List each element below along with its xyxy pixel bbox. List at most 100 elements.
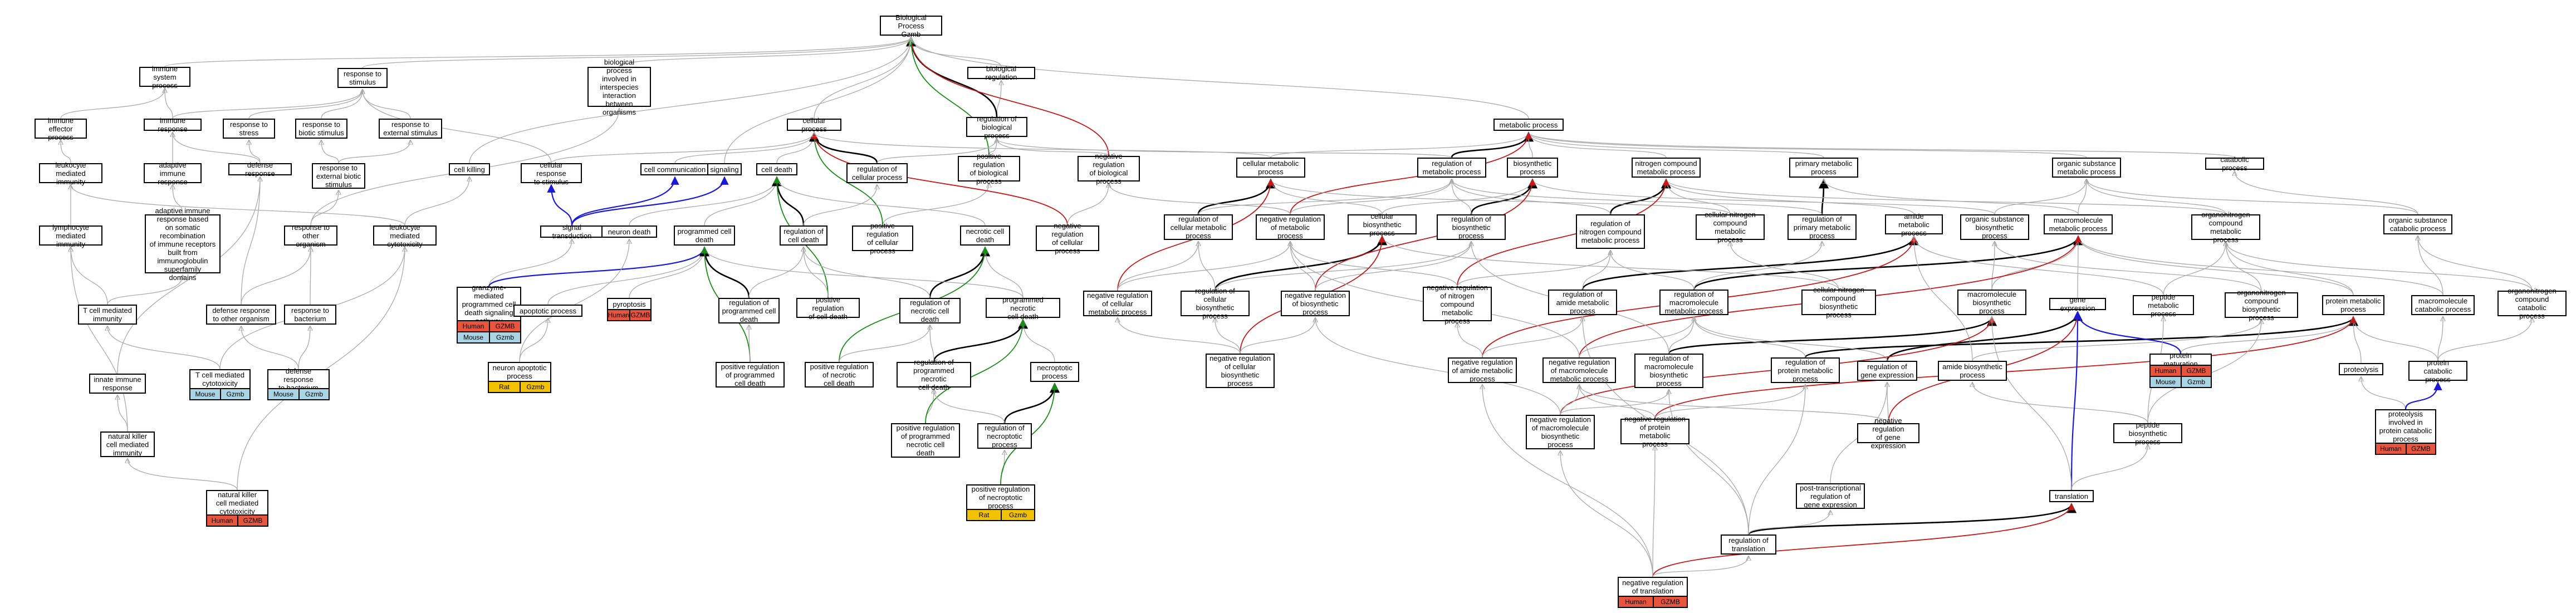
go-term-regmacro[interactable]: regulation of macromolecule metabolic pr… xyxy=(1659,290,1728,315)
go-term-interspecies[interactable]: biological process involved in interspec… xyxy=(587,58,651,116)
go-term-immsys[interactable]: immune system process xyxy=(139,65,190,90)
go-term-respext[interactable]: response to external stimulus xyxy=(379,119,442,139)
go-term-regprotmetab[interactable]: regulation of protein metabolic process xyxy=(1771,357,1840,383)
go-term-nitrometab[interactable]: nitrogen compound metabolic process xyxy=(1632,158,1701,178)
go-term-negregmacrobio[interactable]: negative regulation of macromolecule bio… xyxy=(1526,415,1595,449)
go-term-negregcellbio[interactable]: negative regulation of cellular biosynth… xyxy=(1206,354,1275,388)
go-term-regnecroptotic[interactable]: regulation of necroptotic process xyxy=(977,423,1032,449)
go-term-regpnd[interactable]: regulation of programmed necrotic cell d… xyxy=(897,358,971,391)
go-term-necroptotic[interactable]: necroptotic process xyxy=(1030,362,1079,382)
go-term-resp[interactable]: response to stimulus xyxy=(337,68,388,88)
go-term-organonitro[interactable]: organonitrogen compound metabolic proces… xyxy=(2191,210,2260,244)
go-term-protcat[interactable]: protein catabolic process xyxy=(2408,359,2467,384)
go-term-orgsubcat[interactable]: organic substance catabolic process xyxy=(2383,214,2452,234)
go-term-leukcyto[interactable]: leukocyte mediated cytotoxicity xyxy=(373,223,437,248)
go-term-negregbiosynth[interactable]: negative regulation of biosynthetic proc… xyxy=(1281,291,1350,316)
go-term-innate[interactable]: innate immune response xyxy=(89,374,146,394)
go-term-posregcelldeath[interactable]: positive regulation of cell death xyxy=(796,296,860,321)
go-term-negreggeneexpr[interactable]: negative regulation of gene expression xyxy=(1857,416,1919,450)
go-term-cellcomm[interactable]: cell communication xyxy=(640,163,709,175)
go-term-peptidemetab[interactable]: peptide metabolic process xyxy=(2133,293,2194,318)
go-term-macromol[interactable]: macromolecule metabolic process xyxy=(2044,214,2113,234)
go-term-negregtrans[interactable]: negative regulation of translation xyxy=(1618,577,1688,597)
go-term-pcd[interactable]: programmed cell death xyxy=(674,225,735,246)
go-term-organobio[interactable]: organonitrogen compound biosynthetic pro… xyxy=(2225,288,2298,322)
go-term-negregbio[interactable]: negative regulation of biological proces… xyxy=(1078,152,1140,185)
go-term-nkcyto[interactable]: natural killer cell mediated cytotoxicit… xyxy=(206,490,268,516)
go-term-celldeath[interactable]: cell death xyxy=(756,163,797,175)
go-term-immresp[interactable]: immune response xyxy=(144,116,202,133)
go-term-primmetab[interactable]: primary metabolic process xyxy=(1789,158,1858,178)
go-term-bioreg[interactable]: biological regulation xyxy=(967,65,1035,81)
go-term-metab[interactable]: metabolic process xyxy=(1493,119,1564,131)
go-term-regbiosynth[interactable]: regulation of biosynthetic process xyxy=(1437,214,1506,240)
go-term-cellnitrobio[interactable]: cellular nitrogen compound biosynthetic … xyxy=(1801,286,1876,319)
go-term-cellproc[interactable]: cellular process xyxy=(787,116,841,133)
go-term-tcellcyto[interactable]: T cell mediated cytotoxicity xyxy=(189,369,251,389)
go-term-orgsubmetab[interactable]: organic substance metabolic process xyxy=(2052,158,2121,178)
go-term-posregpcd[interactable]: positive regulation of programmed cell d… xyxy=(716,362,785,388)
go-term-pnd[interactable]: programmed necrotic cell death xyxy=(986,296,1060,321)
go-term-proteolysiscat[interactable]: proteolysis involved in protein cataboli… xyxy=(2375,409,2436,444)
go-term-necrotic[interactable]: necrotic cell death xyxy=(960,225,1010,246)
go-term-catabolic[interactable]: catabolic process xyxy=(2205,155,2264,172)
go-term-regcelldeath[interactable]: regulation of cell death xyxy=(780,225,827,246)
go-term-regpcd[interactable]: regulation of programmed cell death xyxy=(718,298,780,323)
go-term-posregcellproc[interactable]: positive regulation of cellular process xyxy=(852,222,913,255)
go-term-respstress[interactable]: response to stress xyxy=(223,119,275,139)
go-term-regmetab[interactable]: regulation of metabolic process xyxy=(1417,158,1486,178)
go-term-protmetab[interactable]: protein metabolic process xyxy=(2322,295,2384,315)
go-term-adaptive2[interactable]: adaptive immune response based on somati… xyxy=(145,207,221,282)
go-term-negregprotmetab[interactable]: negative regulation of protein metabolic… xyxy=(1620,415,1689,448)
go-term-regcellproc[interactable]: regulation of cellular process xyxy=(846,163,908,183)
go-term-respbact[interactable]: response to bacterium xyxy=(284,305,336,325)
go-term-translation[interactable]: translation xyxy=(2049,490,2094,502)
go-term-geneexpr[interactable]: gene expression xyxy=(2049,296,2106,312)
go-term-negregnitro[interactable]: negative regulation of nitrogen compound… xyxy=(1423,283,1492,325)
go-term-negregcellproc[interactable]: negative regulation of cellular process xyxy=(1036,222,1099,255)
go-term-regnitro[interactable]: regulation of nitrogen compound metaboli… xyxy=(1576,214,1645,249)
go-term-posregbio[interactable]: positive regulation of biological proces… xyxy=(958,152,1020,185)
go-term-granzyme[interactable]: granzyme-mediated programmed cell death … xyxy=(457,283,521,325)
go-term-defensebact[interactable]: defense response to bacterium xyxy=(267,367,330,392)
go-term-nkimm[interactable]: natural killer cell mediated immunity xyxy=(100,431,155,457)
go-term-macrobio[interactable]: macromolecule biosynthetic process xyxy=(1957,290,2026,315)
go-term-respextbiotic[interactable]: response to external biotic stimulus xyxy=(312,163,365,189)
go-term-lymphimm[interactable]: lymphocyte mediated immunity xyxy=(39,223,102,248)
go-term-defenseorg[interactable]: defense response to other organism xyxy=(206,305,276,325)
go-term-cellkill[interactable]: cell killing xyxy=(449,163,490,175)
go-term-cellbiosynth[interactable]: cellular biosynthetic process xyxy=(1348,212,1417,237)
go-term-respbiotic[interactable]: response to biotic stimulus xyxy=(295,119,347,139)
go-term-regnecrotic[interactable]: regulation of necrotic cell death xyxy=(899,298,961,323)
go-term-regmacrobio[interactable]: regulation of macromolecule biosynthetic… xyxy=(1634,354,1703,388)
go-term-protmat[interactable]: protein maturation xyxy=(2149,351,2212,368)
go-term-regamide[interactable]: regulation of amide metabolic process xyxy=(1548,290,1617,315)
go-term-neurondeath[interactable]: neuron death xyxy=(601,225,657,238)
go-term-peptidebio[interactable]: peptide biosynthetic process xyxy=(2113,421,2182,446)
go-term-amide[interactable]: amide metabolic process xyxy=(1885,212,1943,237)
go-term-posregnecroptotic[interactable]: positive regulation of necroptotic proce… xyxy=(966,484,1035,510)
go-term-pyroptosis[interactable]: pyroptosis xyxy=(607,298,652,310)
go-term-resporg[interactable]: response to other organism xyxy=(284,223,337,248)
go-term-posregpnd[interactable]: positive regulation of programmed necrot… xyxy=(891,423,960,458)
go-term-bp[interactable]: Biological Process Gzmb xyxy=(880,13,942,38)
go-term-orgsubbio[interactable]: organic substance biosynthetic process xyxy=(1960,214,2029,240)
go-term-apoptotic[interactable]: apoptotic process xyxy=(513,305,582,317)
go-term-immeff[interactable]: immune effector process xyxy=(35,116,87,141)
go-term-neuronapop[interactable]: neuron apoptotic process xyxy=(488,362,551,382)
go-term-amidebio[interactable]: amide biosynthetic process xyxy=(1938,361,2007,381)
go-term-cellmetab[interactable]: cellular metabolic process xyxy=(1236,158,1305,178)
go-term-sigtrans[interactable]: signal transduction xyxy=(540,223,604,240)
go-term-negregamide[interactable]: negative regulation of amide metabolic p… xyxy=(1448,357,1517,383)
go-term-cellresp[interactable]: cellular response to stimulus xyxy=(521,161,582,186)
go-term-negregmacro[interactable]: negative regulation of macromolecule met… xyxy=(1542,357,1616,383)
go-term-signaling[interactable]: signaling xyxy=(707,163,742,175)
go-term-tcellimm[interactable]: T cell mediated immunity xyxy=(78,305,137,325)
go-term-defense[interactable]: defense response xyxy=(228,161,292,178)
go-term-macrocat[interactable]: macromolecule catabolic process xyxy=(2411,295,2475,315)
go-term-regprim[interactable]: regulation of primary metabolic process xyxy=(1787,214,1857,240)
go-term-cellnitro[interactable]: cellular nitrogen compound metabolic pro… xyxy=(1696,210,1765,244)
go-term-negregmetab[interactable]: negative regulation of metabolic process xyxy=(1256,214,1325,240)
go-term-regcellbio[interactable]: regulation of cellular biosynthetic proc… xyxy=(1181,287,1250,320)
go-term-posregnecrotic[interactable]: positive regulation of necrotic cell dea… xyxy=(805,362,874,388)
